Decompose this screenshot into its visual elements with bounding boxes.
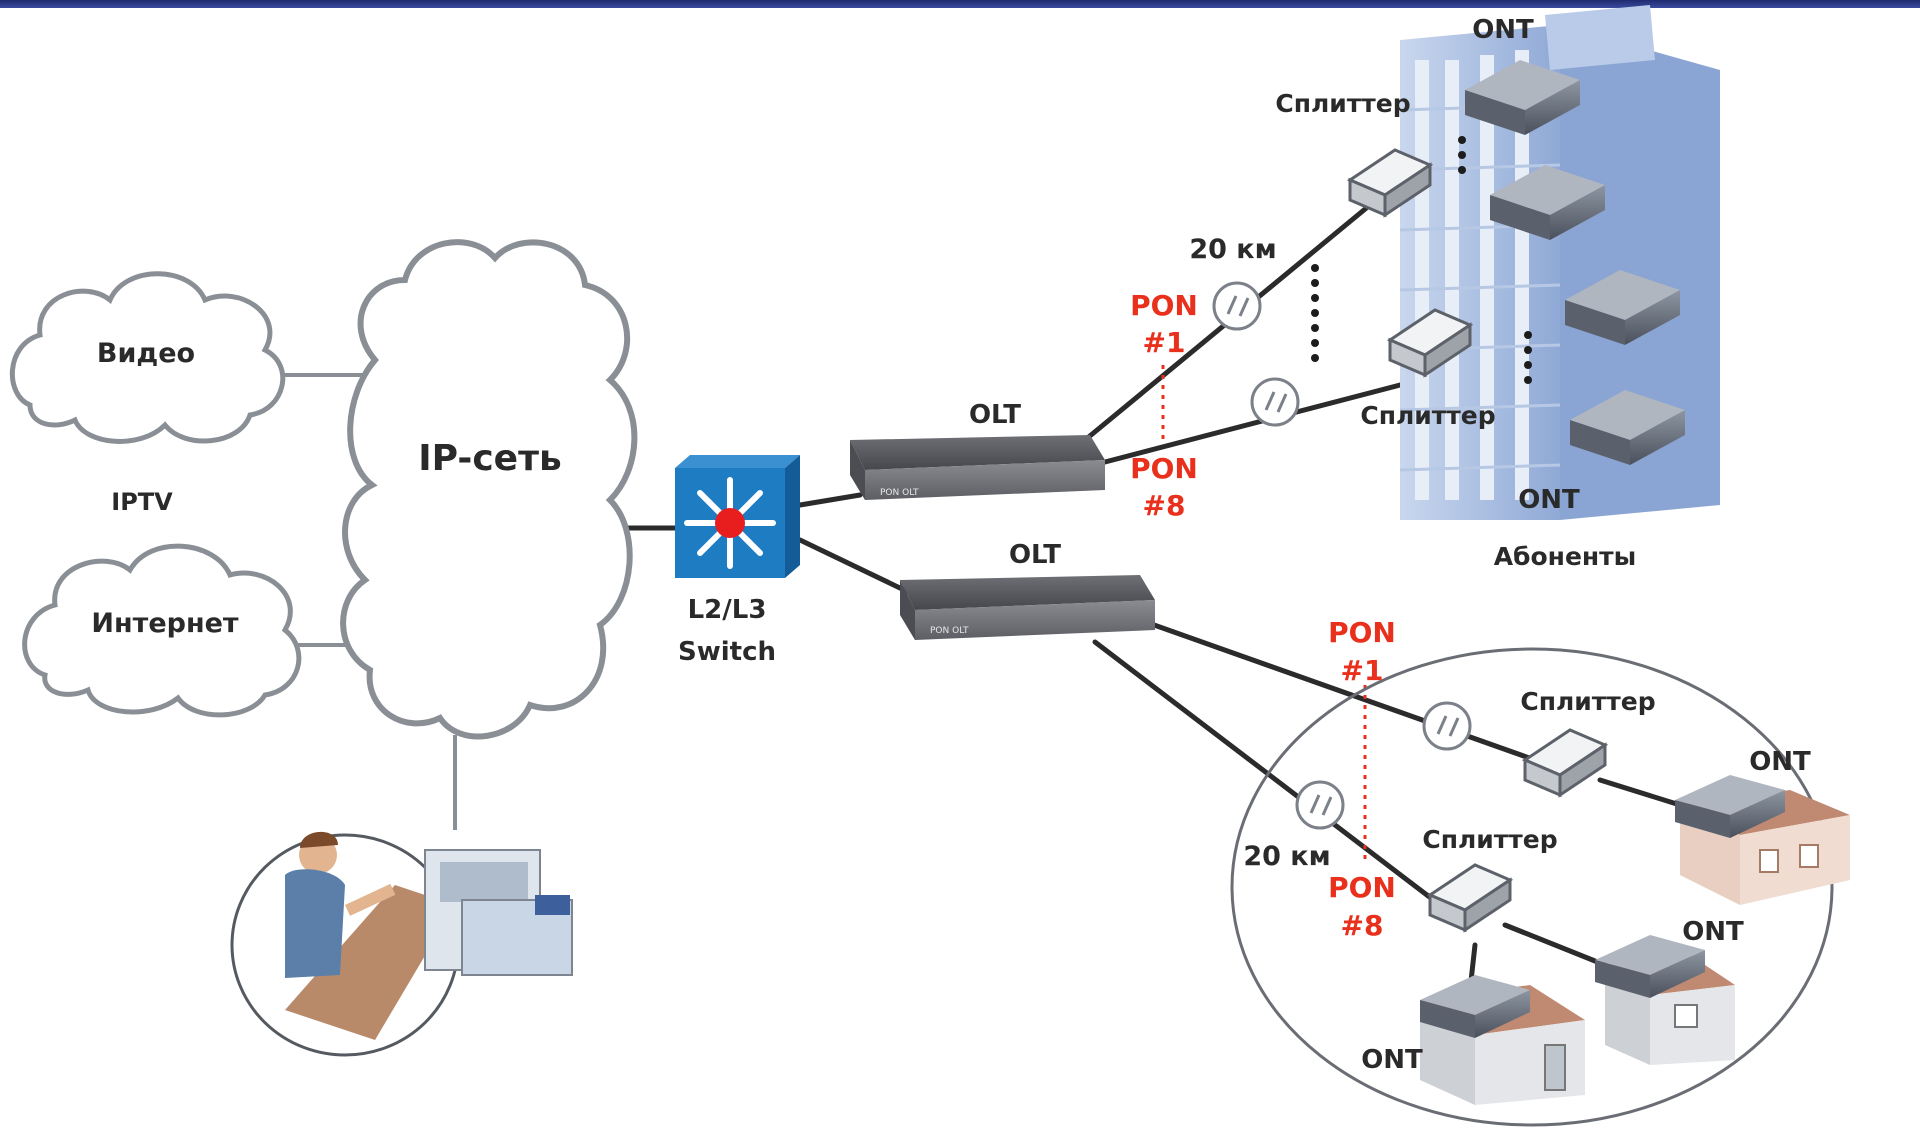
switch-label-line1: L2/L3	[688, 595, 767, 625]
subscribers-label: Абоненты	[1494, 542, 1637, 571]
ellipsis-dots	[1311, 136, 1532, 384]
top-title-bar	[0, 0, 1920, 8]
olt-top-label: OLT	[969, 400, 1021, 430]
splitter-top-lower	[1386, 308, 1474, 378]
house-right	[1675, 775, 1850, 905]
splitter-bottom-upper	[1521, 728, 1609, 798]
house-middle	[1595, 935, 1735, 1065]
iptv-label: IPTV	[111, 488, 173, 516]
connector-glyphs	[1226, 295, 1460, 816]
l2-l3-switch: L2/L3 Switch	[675, 455, 800, 667]
bottom-pon1-line2: #1	[1341, 654, 1384, 687]
top-ont-lower-label: ONT	[1518, 485, 1580, 515]
bottom-pon8-line2: #8	[1341, 909, 1384, 942]
bottom-distance-label: 20 км	[1243, 841, 1330, 872]
apartment-building	[1399, 5, 1720, 520]
olt-bottom: PON OLT OLT	[900, 540, 1155, 640]
bottom-ont-right-label: ONT	[1749, 747, 1811, 777]
ont-building-2	[1490, 165, 1605, 240]
olt-top-port-text: PON OLT	[880, 488, 919, 498]
olt-bottom-label: OLT	[1009, 540, 1061, 570]
cloud-ip-network-label: IP-сеть	[418, 438, 561, 479]
fiber-connectors	[1212, 281, 1472, 830]
splitter-top-upper	[1346, 148, 1434, 218]
ont-building-3	[1565, 270, 1680, 345]
splitter-bottom-lower	[1426, 863, 1514, 933]
olt-top: PON OLT OLT	[850, 400, 1105, 500]
top-ont-upper-label: ONT	[1472, 15, 1534, 45]
ont-building-1	[1465, 60, 1580, 135]
bottom-pon1-line1: PON	[1328, 616, 1396, 649]
cloud-internet: Интернет	[22, 543, 302, 718]
bottom-splitter-upper-label: Сплиттер	[1520, 687, 1655, 716]
top-splitter-lower-label: Сплиттер	[1360, 401, 1495, 430]
switch-label-line2: Switch	[678, 637, 776, 667]
top-pon8-line2: #8	[1143, 489, 1186, 522]
operator-workstation	[230, 831, 573, 1057]
private-houses-area	[1230, 647, 1834, 1127]
top-pon1-line2: #1	[1143, 326, 1186, 359]
cloud-ip-network: IP-сеть	[340, 239, 638, 740]
top-pon8-line1: PON	[1130, 452, 1198, 485]
bottom-ont-bottom-label: ONT	[1361, 1045, 1423, 1075]
house-bottom	[1420, 975, 1585, 1105]
top-splitter-upper-label: Сплиттер	[1275, 89, 1410, 118]
bottom-pon8-line1: PON	[1328, 871, 1396, 904]
cloud-video: Видео	[9, 271, 286, 444]
bottom-splitter-lower-label: Сплиттер	[1422, 825, 1557, 854]
ont-building-4	[1570, 390, 1685, 465]
cloud-internet-label: Интернет	[91, 608, 239, 639]
top-pon1-line1: PON	[1130, 289, 1198, 322]
top-distance-label: 20 км	[1189, 234, 1276, 265]
bottom-ont-middle-label: ONT	[1682, 917, 1744, 947]
cloud-video-label: Видео	[97, 338, 195, 369]
olt-bottom-port-text: PON OLT	[930, 626, 969, 636]
